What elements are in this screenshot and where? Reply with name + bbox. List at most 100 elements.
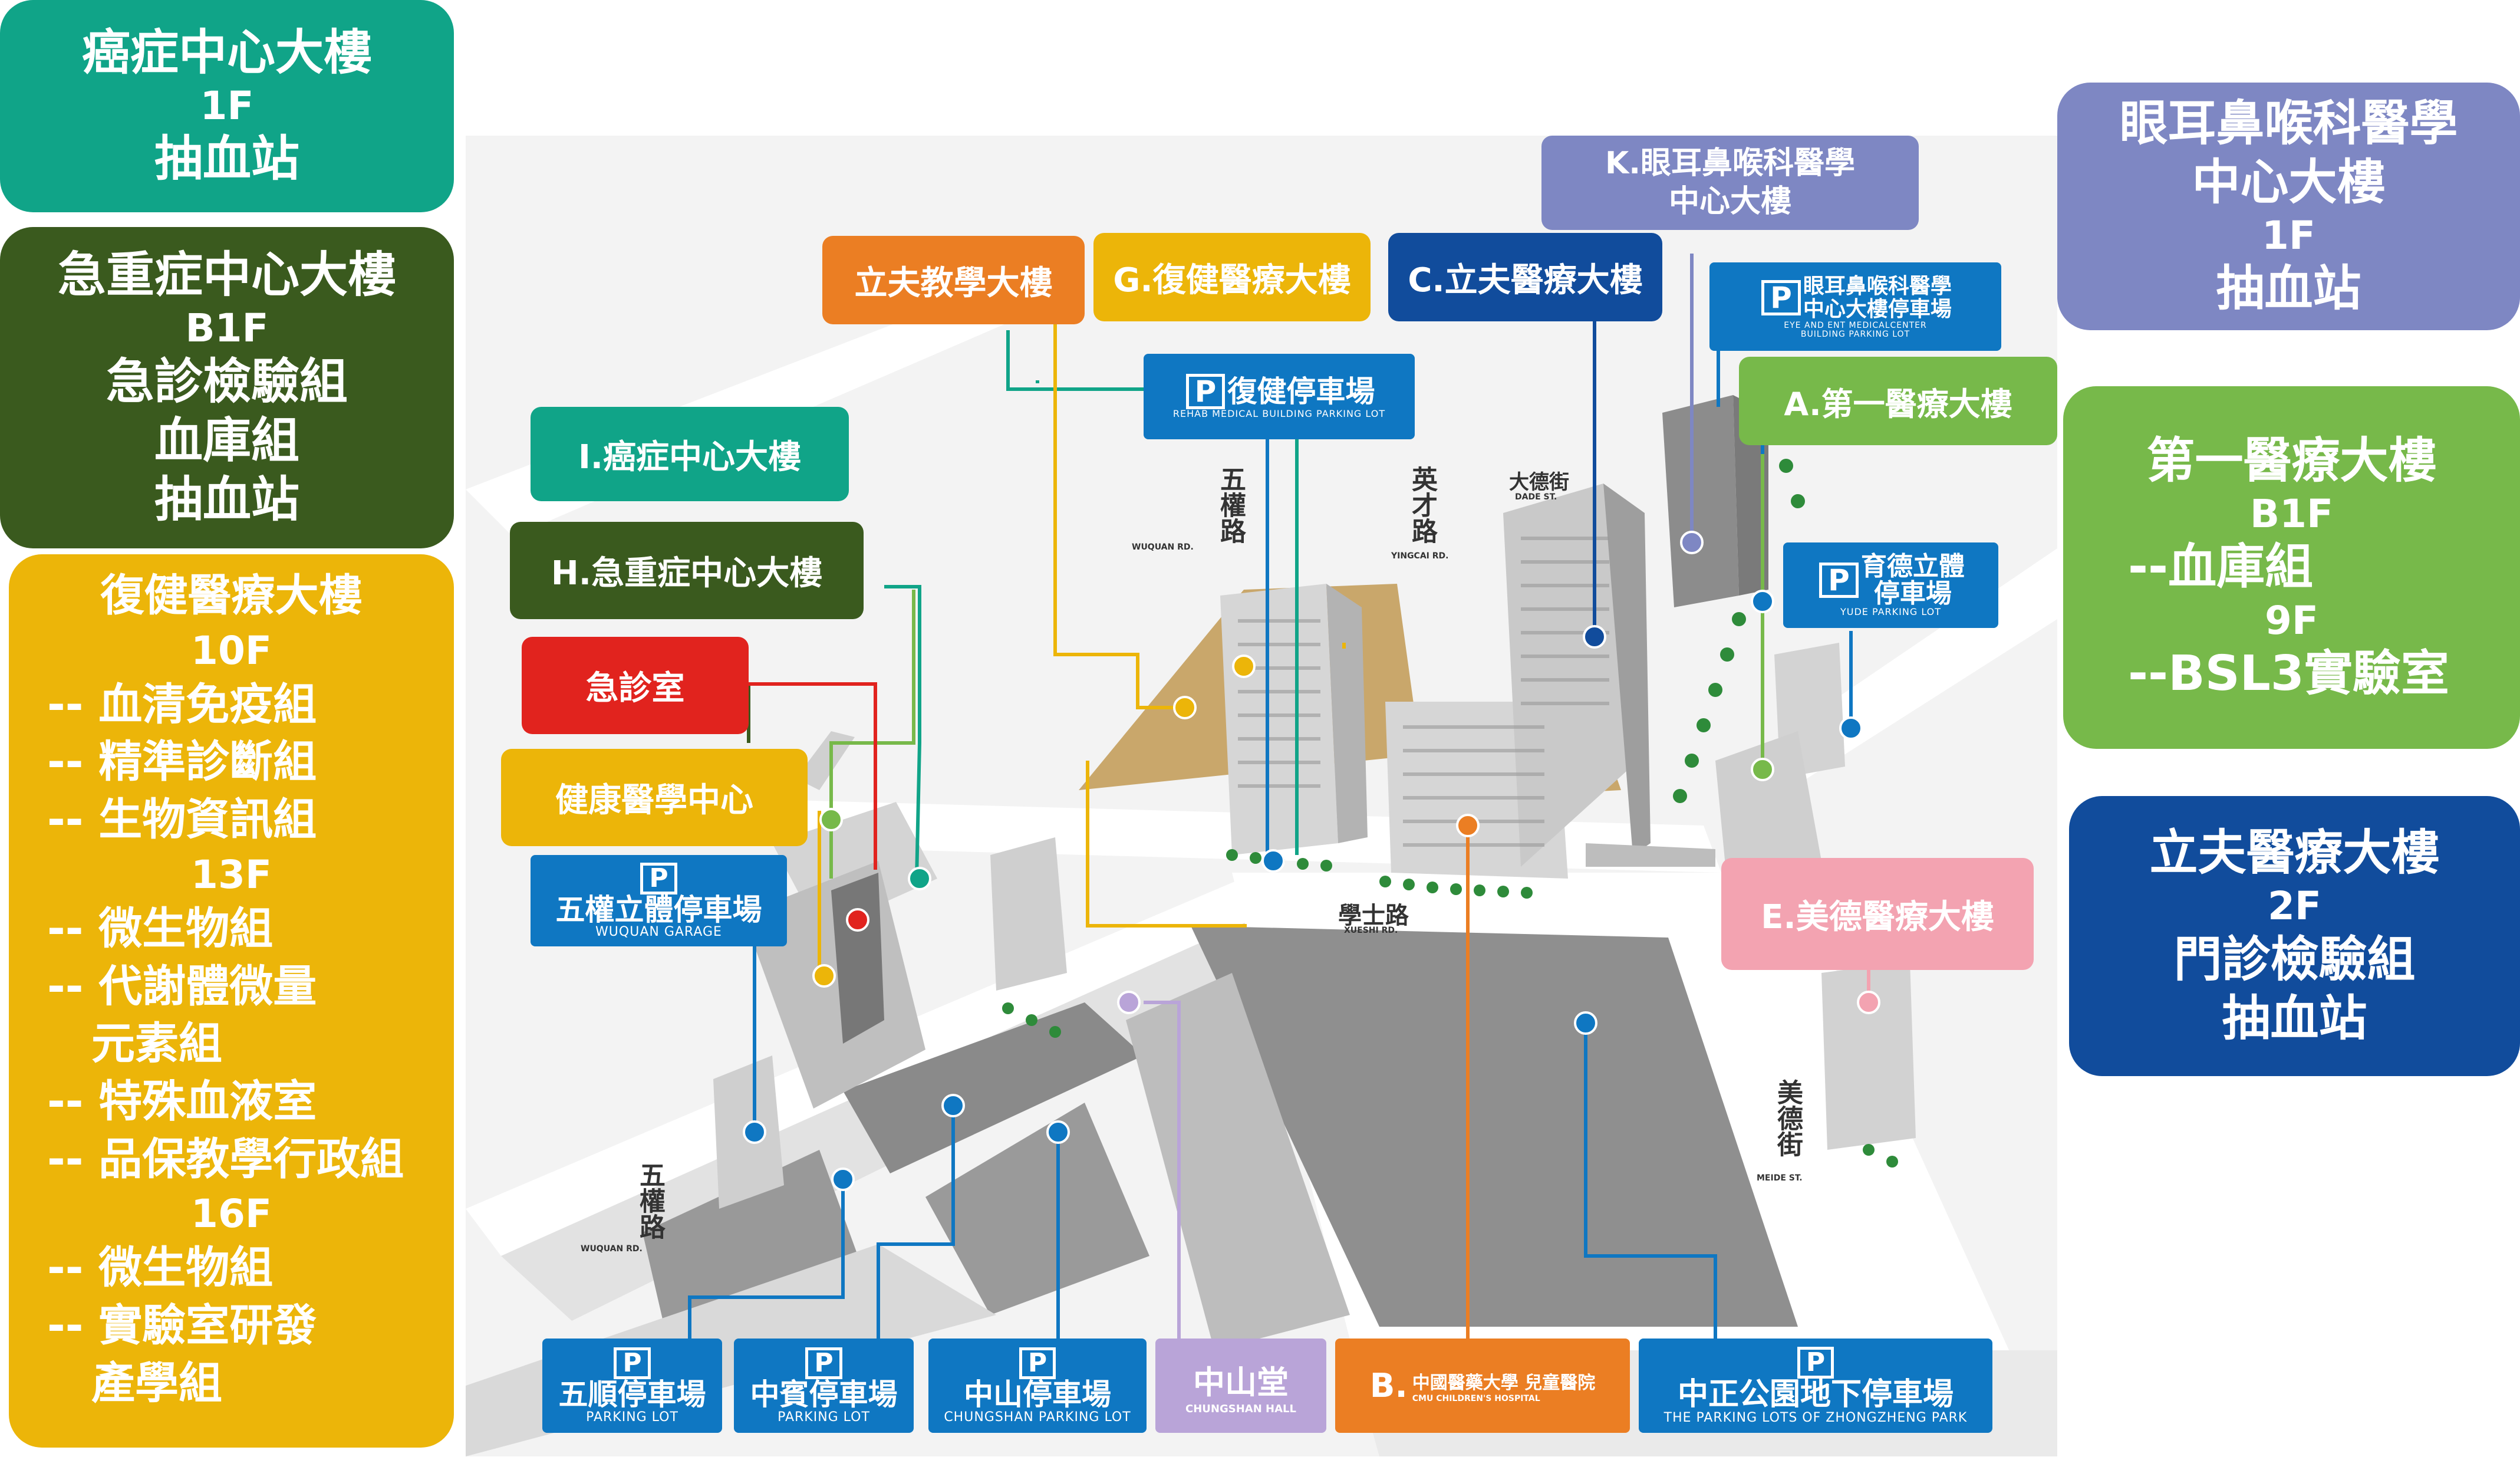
parking-zhongzheng-name: 中正公園地下停車場 bbox=[1677, 1377, 1954, 1413]
rehab-card-floor-13: 13F bbox=[191, 851, 272, 897]
parking-zhongbin-name: 中賓停車場 bbox=[750, 1377, 898, 1412]
eye-card-floor: 1F bbox=[2261, 212, 2315, 258]
label-i-cancer[interactable]: I.癌症中心大樓 bbox=[531, 407, 849, 501]
parking-p-icon: P bbox=[1761, 280, 1801, 316]
rehab-card-item: -- 特殊血液室 bbox=[47, 1076, 317, 1127]
rehab-building-card: 復健醫療大樓 10F -- 血清免疫組 -- 精準診斷組 -- 生物資訊組 13… bbox=[9, 554, 454, 1448]
parking-p-icon: P bbox=[1185, 374, 1226, 410]
parking-p-icon: P bbox=[614, 1347, 651, 1380]
label-zhongshan-hall-name: 中山堂 bbox=[1193, 1364, 1289, 1401]
parking-rehab-en: REHAB MEDICAL BUILDING PARKING LOT bbox=[1172, 408, 1386, 420]
road-label-meide: 美德街 bbox=[1773, 1079, 1803, 1157]
campus-map: 五權路 WUQUAN RD. 英才路 YINGCAI RD. 大德街 DADE … bbox=[466, 136, 2057, 1456]
road-label-xueshi: 學士路 bbox=[1338, 902, 1409, 929]
emergency-card-floor: B1F bbox=[185, 305, 269, 351]
label-lifu-teaching[interactable]: 立夫教學大樓 bbox=[822, 236, 1085, 324]
label-b-prefix: B. bbox=[1369, 1366, 1408, 1405]
rehab-card-title: 復健醫療大樓 bbox=[100, 570, 363, 621]
label-a-first[interactable]: A.第一醫療大樓 bbox=[1739, 357, 2057, 445]
road-en-wuquan-top: WUQUAN RD. bbox=[1132, 542, 1194, 552]
parking-wuquan-name: 五權立體停車場 bbox=[555, 892, 762, 927]
label-b-children[interactable]: B. 中國醫藥大學 兒童醫院 CMU CHILDREN'S HOSPITAL bbox=[1335, 1339, 1630, 1433]
label-b-sub: CMU CHILDREN'S HOSPITAL bbox=[1412, 1394, 1540, 1403]
lifu-card-item: 抽血站 bbox=[2222, 990, 2367, 1047]
parking-p-icon: P bbox=[805, 1347, 842, 1380]
parking-eye-name: 中心大樓停車場 bbox=[1803, 297, 1952, 322]
label-k-eye[interactable]: K.眼耳鼻喉科醫學 中心大樓 bbox=[1541, 136, 1919, 230]
rehab-card-item: -- 血清免疫組 bbox=[47, 679, 317, 730]
parking-zhongshan-en: CHUNGSHAN PARKING LOT bbox=[944, 1409, 1131, 1425]
emergency-card-title: 急重症中心大樓 bbox=[57, 247, 396, 304]
first-card-floor-9: 9F bbox=[2264, 597, 2318, 643]
parking-wuquan-en: WUQUAN GARAGE bbox=[595, 925, 722, 940]
label-zhongshan-hall-en: CHUNGSHAN HALL bbox=[1185, 1403, 1296, 1415]
rehab-card-floor-10: 10F bbox=[191, 627, 272, 673]
emergency-center-card: 急重症中心大樓 B1F 急診檢驗組 血庫組 抽血站 bbox=[0, 227, 454, 548]
rehab-card-item: 元素組 bbox=[91, 1018, 222, 1070]
rehab-card-item: -- 微生物組 bbox=[47, 903, 274, 954]
rehab-card-floor-16: 16F bbox=[191, 1191, 272, 1237]
parking-p-icon: P bbox=[1819, 563, 1859, 598]
parking-wushun-en: PARKING LOT bbox=[586, 1409, 678, 1425]
label-h-emergency[interactable]: H.急重症中心大樓 bbox=[510, 522, 864, 619]
parking-yude[interactable]: P 育德立體 停車場 YUDE PARKING LOT bbox=[1783, 542, 1998, 628]
parking-zhongbin[interactable]: P 中賓停車場 PARKING LOT bbox=[734, 1339, 914, 1433]
rehab-card-item: -- 生物資訊組 bbox=[47, 794, 317, 846]
parking-eye-en: EYE AND ENT MEDICALCENTER bbox=[1784, 320, 1927, 330]
label-er[interactable]: 急診室 bbox=[522, 637, 749, 734]
label-k-eye-line: K.眼耳鼻喉科醫學 bbox=[1605, 146, 1856, 181]
first-card-item: --BSL3實驗室 bbox=[2128, 646, 2449, 702]
first-card-floor-b1: B1F bbox=[2249, 491, 2334, 537]
label-b-name: 中國醫藥大學 兒童醫院 bbox=[1412, 1373, 1596, 1393]
parking-zhongshan-name: 中山停車場 bbox=[964, 1377, 1111, 1412]
first-card-item: --血庫組 bbox=[2128, 539, 2314, 596]
parking-eye[interactable]: P 眼耳鼻喉科醫學 中心大樓停車場 EYE AND ENT MEDICALCEN… bbox=[1709, 262, 2001, 351]
lifu-medical-card: 立夫醫療大樓 2F 門診檢驗組 抽血站 bbox=[2069, 796, 2520, 1076]
cancer-card-floor: 1F bbox=[200, 83, 254, 129]
road-en-xueshi: XUESHI RD. bbox=[1344, 926, 1398, 935]
parking-zhongzheng[interactable]: P 中正公園地下停車場 THE PARKING LOTS OF ZHONGZHE… bbox=[1639, 1339, 1992, 1433]
parking-yude-name: 育德立體 bbox=[1860, 551, 1965, 581]
parking-p-icon: P bbox=[1019, 1347, 1056, 1380]
rehab-card-item: -- 精準診斷組 bbox=[47, 736, 317, 788]
label-c-lifu[interactable]: C.立夫醫療大樓 bbox=[1388, 233, 1662, 321]
label-zhongshan-hall[interactable]: 中山堂 CHUNGSHAN HALL bbox=[1155, 1339, 1326, 1433]
emergency-card-item: 急診檢驗組 bbox=[106, 353, 348, 410]
parking-yude-name: 停車場 bbox=[1873, 578, 1952, 609]
road-label-wuquan-top: 五權路 bbox=[1215, 466, 1246, 544]
parking-zhongshan[interactable]: P 中山停車場 CHUNGSHAN PARKING LOT bbox=[928, 1339, 1147, 1433]
parking-wushun-name: 五順停車場 bbox=[558, 1377, 706, 1412]
parking-zhongzheng-en: THE PARKING LOTS OF ZHONGZHENG PARK bbox=[1663, 1410, 1968, 1425]
lifu-card-floor: 2F bbox=[2267, 883, 2321, 929]
emergency-card-item: 抽血站 bbox=[154, 471, 299, 528]
road-label-wuquan-bottom: 五權路 bbox=[635, 1162, 665, 1239]
parking-p-icon: P bbox=[640, 862, 677, 895]
label-g-rehab[interactable]: G.復健醫療大樓 bbox=[1093, 233, 1371, 321]
eye-ent-card: 眼耳鼻喉科醫學 中心大樓 1F 抽血站 bbox=[2057, 83, 2520, 330]
parking-zhongbin-en: PARKING LOT bbox=[778, 1409, 870, 1425]
road-label-dade: 大德街 bbox=[1509, 471, 1569, 494]
rehab-card-item: -- 微生物組 bbox=[47, 1242, 274, 1294]
eye-card-title: 中心大樓 bbox=[2192, 154, 2386, 211]
road-en-yingcai: YINGCAI RD. bbox=[1391, 551, 1449, 561]
road-en-dade: DADE ST. bbox=[1515, 492, 1557, 502]
eye-card-item: 抽血站 bbox=[2216, 261, 2361, 317]
cancer-card-title: 癌症中心大樓 bbox=[81, 24, 372, 81]
parking-eye-en: BUILDING PARKING LOT bbox=[1800, 329, 1910, 339]
rehab-card-item: -- 代謝體微量 bbox=[47, 961, 317, 1012]
road-en-meide: MEIDE ST. bbox=[1757, 1173, 1803, 1183]
parking-rehab-name: 復健停車場 bbox=[1227, 374, 1375, 409]
road-label-yingcai: 英才路 bbox=[1407, 466, 1437, 544]
parking-yude-en: YUDE PARKING LOT bbox=[1840, 606, 1942, 618]
rehab-card-item: -- 實驗室研發 bbox=[47, 1300, 317, 1351]
parking-wuquan[interactable]: P 五權立體停車場 WUQUAN GARAGE bbox=[531, 855, 787, 946]
cancer-center-card: 癌症中心大樓 1F 抽血站 bbox=[0, 0, 454, 212]
label-e-meide[interactable]: E.美德醫療大樓 bbox=[1721, 858, 2034, 970]
parking-p-icon: P bbox=[1797, 1347, 1834, 1379]
label-health-center[interactable]: 健康醫學中心 bbox=[501, 749, 808, 846]
cancer-card-item: 抽血站 bbox=[154, 131, 299, 188]
parking-wushun[interactable]: P 五順停車場 PARKING LOT bbox=[542, 1339, 722, 1433]
rehab-card-item: 產學組 bbox=[91, 1357, 222, 1409]
label-k-eye-line: 中心大樓 bbox=[1668, 184, 1791, 219]
